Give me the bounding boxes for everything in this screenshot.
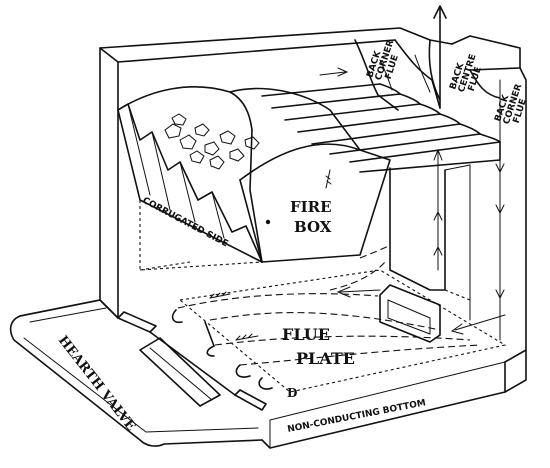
- label-back-corner-flue-right: BACK CORNER FLUE: [493, 83, 529, 126]
- label-fire-box-line2: BOX: [294, 218, 332, 236]
- firebox-center-dot: [265, 219, 271, 225]
- label-flue-plate-line2: PLATE: [296, 349, 355, 368]
- label-marker-d: D: [287, 386, 297, 400]
- label-flue-plate-line1: FLUE: [282, 325, 330, 344]
- oven-chamber: [379, 164, 471, 343]
- flue-plate: [171, 244, 507, 393]
- label-non-conducting-bottom: NON-CONDUCTING BOTTOM: [287, 398, 427, 435]
- hearth-valve: [9, 299, 267, 447]
- coal-pile: [164, 113, 260, 170]
- back-flue-baffles: [354, 39, 501, 111]
- label-corrugated-side: CORRUGATED SIDE: [141, 196, 230, 250]
- label-hearth-valve: HEARTH VALVE: [55, 333, 138, 434]
- flow-arrows: [209, 5, 506, 341]
- fire-box: [117, 86, 391, 271]
- label-fire-box-line1: FIRE: [290, 198, 332, 216]
- label-back-corner-flue-left: BACK CORNER FLUE: [365, 39, 401, 82]
- diagram-labels: FIRE BOX CORRUGATED SIDE FLUE PLATE HEAR…: [55, 39, 529, 435]
- label-back-centre-flue: BACK CENTRE FLUE: [448, 53, 484, 94]
